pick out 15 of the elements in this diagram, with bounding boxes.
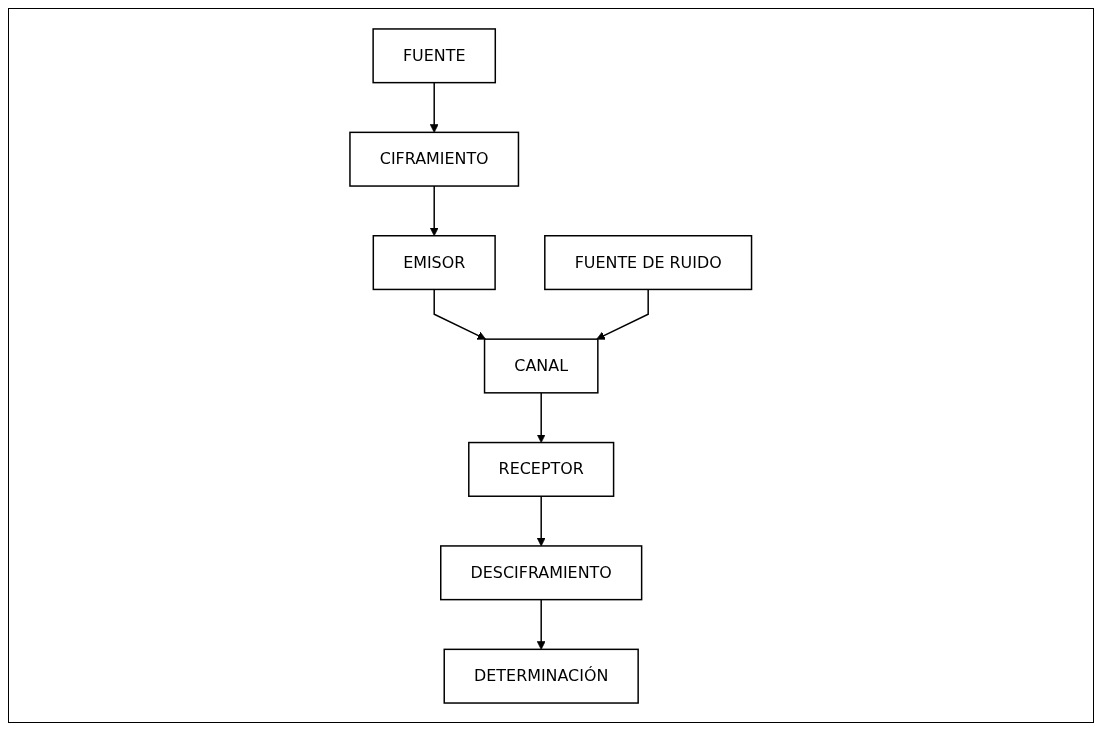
node-box: CIFRAMIENTO bbox=[349, 131, 520, 187]
node-box: CANAL bbox=[484, 337, 599, 394]
node-box: EMISOR bbox=[372, 234, 497, 290]
node-box: FUENTE bbox=[372, 27, 497, 83]
arrow bbox=[537, 495, 546, 546]
arrow bbox=[430, 81, 439, 133]
arrow bbox=[430, 184, 439, 236]
node-box: DESCIFRAMIENTO bbox=[440, 544, 643, 600]
node-box: FUENTE DE RUIDO bbox=[544, 234, 753, 290]
arrow bbox=[433, 288, 487, 340]
node-box: DETERMINACIÓN bbox=[443, 648, 640, 704]
node-box: RECEPTOR bbox=[468, 441, 615, 497]
arrow bbox=[537, 391, 546, 443]
arrow bbox=[537, 598, 546, 650]
arrow bbox=[596, 288, 650, 340]
